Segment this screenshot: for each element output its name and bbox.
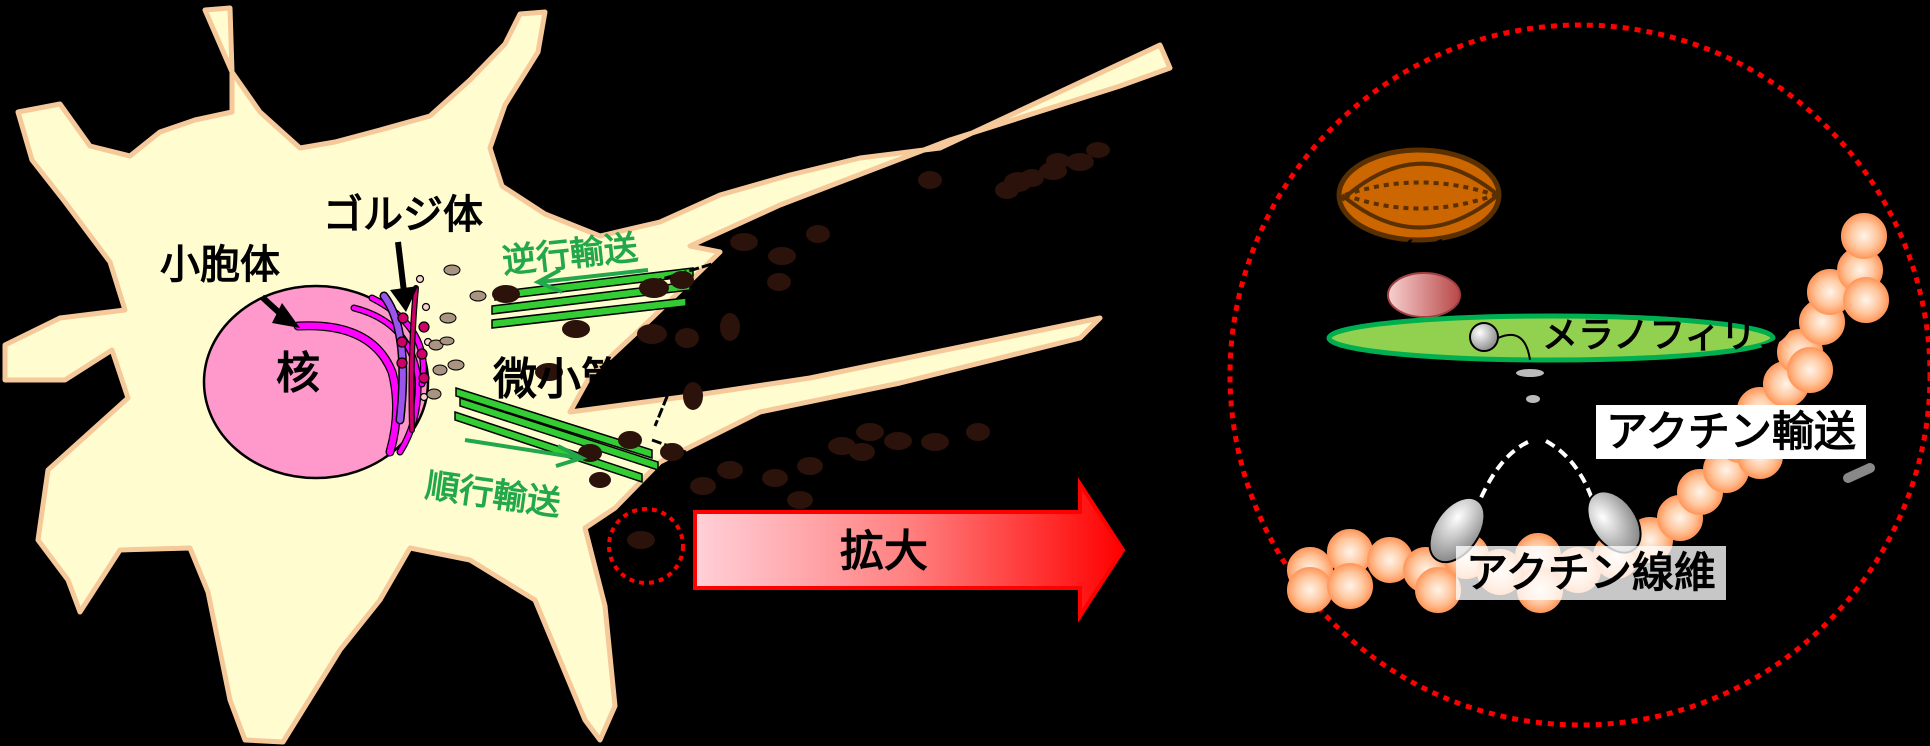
zoom-region-circle [607, 507, 685, 585]
tether-fragment [1516, 369, 1544, 377]
endosome-label: 小胞体 [160, 242, 280, 288]
cell-body [2, 5, 1173, 745]
melanophilin-head [1469, 322, 1499, 352]
melanophilin-label: メラノフィリン [1542, 315, 1793, 356]
immature-melanosomes [426, 264, 487, 400]
vesicles [396, 274, 433, 402]
actin-filament-label: アクチン線維 [1456, 546, 1726, 600]
magnified-view-circle [1227, 22, 1930, 728]
melanophilin-bar [1326, 313, 1776, 363]
mature-melanosomes [492, 142, 1110, 549]
transport-arrows [464, 268, 649, 468]
microtubule-label: 微小管 [493, 354, 625, 405]
actin-transport-label: アクチン輸送 [1596, 405, 1866, 459]
myosin-va [1428, 439, 1875, 564]
golgi-label: ゴルジ体 [323, 192, 483, 238]
nucleus-shape [202, 284, 430, 480]
label-arrows [259, 241, 418, 328]
rab27a-protein [1387, 272, 1461, 318]
nucleus-label: 核 [276, 348, 320, 399]
microtubules-lower [454, 386, 659, 484]
melanosome-large [1336, 147, 1502, 257]
melanophilin-tether [1497, 333, 1531, 361]
magnify-label: 拡大 [840, 526, 928, 577]
zoom-arrow [693, 477, 1126, 623]
tether-fragment [1526, 395, 1540, 403]
